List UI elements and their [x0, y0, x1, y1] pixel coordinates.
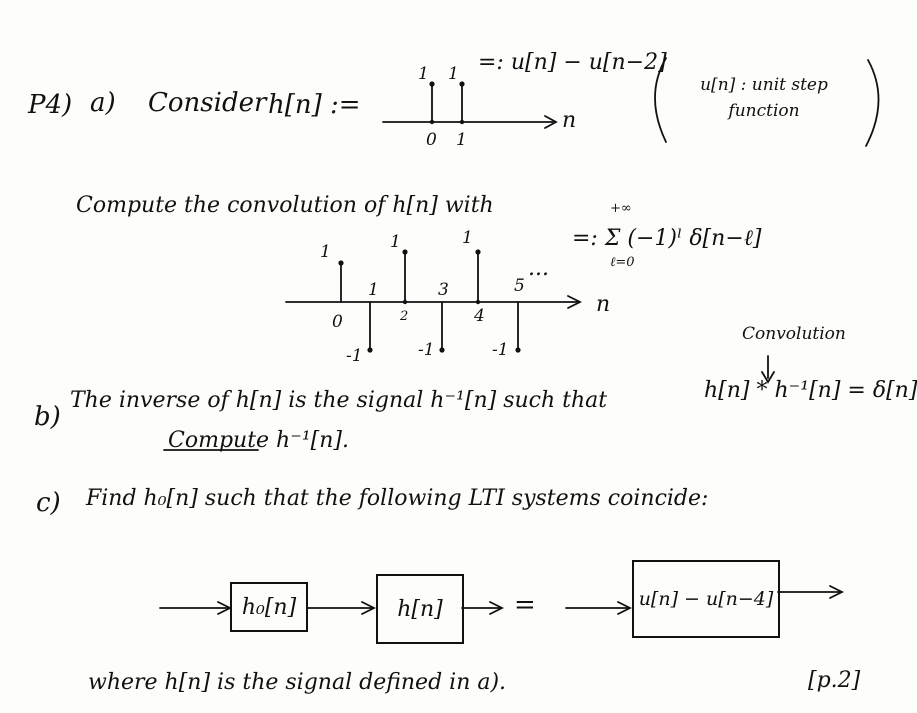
stem-label-0: 1	[418, 64, 429, 84]
step-diff-box-label: u[n] − u[n−4]	[638, 588, 774, 610]
where-text: where h[n] is the signal defined in a).	[88, 670, 507, 695]
part-b-line1: The inverse of h[n] is the signal h⁻¹[n]…	[70, 388, 608, 413]
alt-val-3: -1	[418, 340, 435, 360]
stem-label-1: 1	[448, 64, 459, 84]
sum-definition: =: Σ (−1)ˡ δ[n−ℓ]	[572, 226, 762, 251]
convolution-equation: h[n] * h⁻¹[n] = δ[n]	[704, 378, 917, 403]
part-b-line2: Compute h⁻¹[n].	[168, 428, 349, 453]
part-c-line1: Find h₀[n] such that the following LTI s…	[86, 486, 709, 511]
h-plot	[382, 83, 558, 129]
h-box-label: h[n]	[397, 596, 443, 622]
alt-val-1: -1	[346, 346, 363, 366]
alt-val-4: 1	[462, 228, 473, 248]
consider-text: Consider	[148, 88, 267, 118]
axis-label-n: n	[562, 108, 577, 133]
alt-axis-4: 4	[474, 306, 485, 326]
h-box: h[n]	[376, 574, 464, 644]
stem-dots	[338, 81, 521, 353]
alt-axis-5: 5	[514, 276, 525, 296]
alt-plot	[285, 251, 583, 351]
equals-sign: =	[514, 590, 536, 620]
alt-axis-0: 0	[332, 312, 343, 332]
problem-label: P4)	[28, 90, 73, 120]
alt-axis-3: 3	[438, 280, 449, 300]
alt-axis-n: n	[596, 292, 611, 317]
step-diff-box: u[n] − u[n−4]	[632, 560, 780, 638]
alt-val-2: 1	[390, 232, 401, 252]
sum-lower-limit: ℓ=0	[610, 255, 635, 270]
h-def-text: h[n] :=	[268, 90, 361, 120]
alt-val-5: -1	[492, 340, 509, 360]
part-a-label: a)	[90, 88, 116, 118]
page-number: [p.2]	[808, 668, 861, 693]
part-b-label: b)	[34, 402, 61, 432]
unit-step-note: u[n] : unit step function	[700, 75, 828, 122]
axis-label-0: 0	[426, 130, 437, 150]
alt-axis-2: 2	[400, 309, 409, 324]
sum-upper-limit: +∞	[610, 201, 632, 216]
alt-axis-1: 1	[368, 280, 379, 300]
axis-label-1: 1	[456, 130, 467, 150]
def-equation: =: u[n] − u[n−2]	[478, 50, 667, 75]
alt-val-0: 1	[320, 242, 331, 262]
h0-box-label: h₀[n]	[241, 594, 297, 620]
continuation-dots: ...	[528, 256, 549, 281]
compute-convolution-text: Compute the convolution of h[n] with	[76, 193, 494, 218]
part-c-label: c)	[36, 488, 61, 518]
convolution-note: Convolution	[742, 324, 846, 344]
h0-box: h₀[n]	[230, 582, 308, 632]
